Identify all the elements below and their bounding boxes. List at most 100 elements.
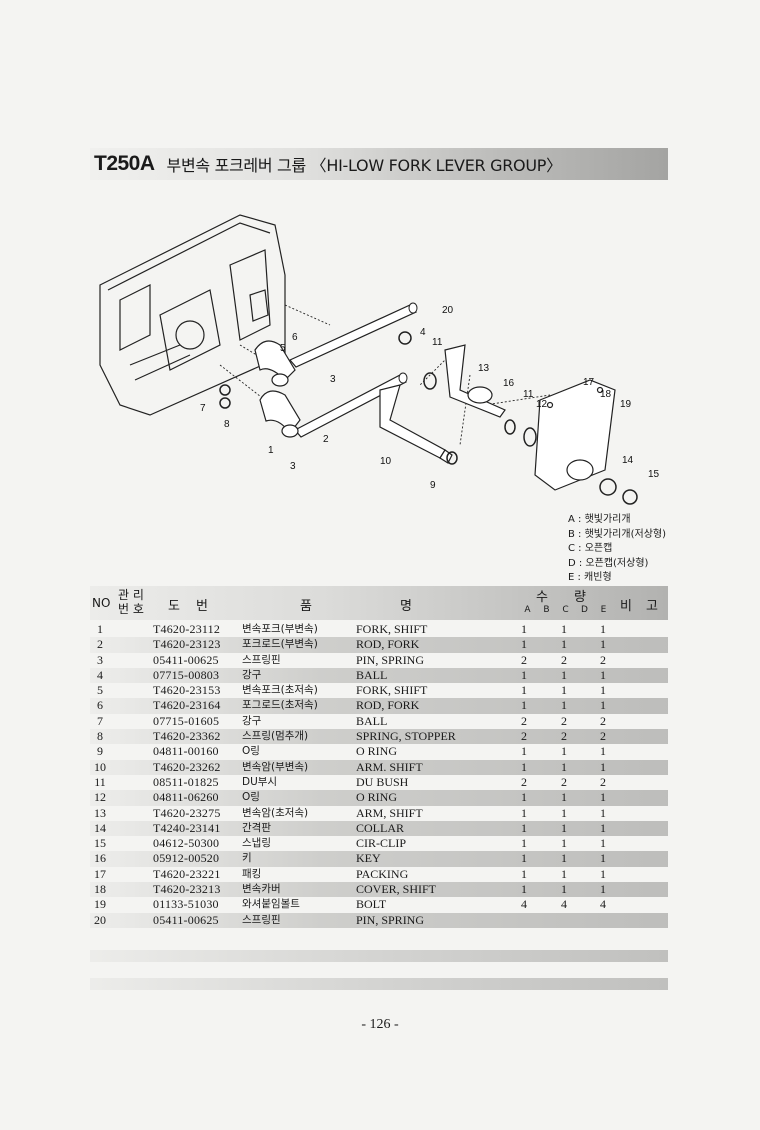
qty-a: 1 xyxy=(521,866,527,881)
korean-name: 스프링(멈추개) xyxy=(242,730,309,743)
korean-name: 강구 xyxy=(242,668,262,681)
svg-text:1: 1 xyxy=(268,445,274,456)
qty-c: 1 xyxy=(561,790,567,805)
svg-text:3: 3 xyxy=(330,374,336,385)
header-drawing-a: 도 xyxy=(168,599,180,614)
korean-name: 변속암(초저속) xyxy=(242,806,309,819)
header-mgmt-line1: 관 리 xyxy=(118,588,144,602)
shaft-upper xyxy=(289,302,418,368)
part-number: T4620-23153 xyxy=(153,683,221,698)
svg-text:7: 7 xyxy=(200,403,206,414)
header-no: NO xyxy=(92,596,111,610)
qty-e: 1 xyxy=(600,866,606,881)
row-number: 4 xyxy=(97,667,103,682)
qty-c: 1 xyxy=(561,851,567,866)
qty-c: 2 xyxy=(561,729,567,744)
qty-e: 2 xyxy=(600,713,606,728)
qty-a: 4 xyxy=(521,897,527,912)
svg-text:16: 16 xyxy=(503,378,515,389)
part-number: 05912-00520 xyxy=(153,851,220,866)
shift-arm-13 xyxy=(444,344,506,418)
part-number: 08511-01825 xyxy=(153,774,219,789)
group-title-bar: T250A 부변속 포크레버 그룹 〈HI-LOW FORK LEVER GRO… xyxy=(90,148,668,180)
svg-text:17: 17 xyxy=(583,377,595,388)
qty-col-a: A xyxy=(524,605,531,615)
shaded-band xyxy=(90,950,668,962)
part-number: T4620-23221 xyxy=(153,866,221,881)
page-number: - 126 - xyxy=(361,1017,399,1032)
qty-a: 1 xyxy=(521,836,527,851)
part-number: T4620-23213 xyxy=(153,882,221,897)
qty-e: 2 xyxy=(600,774,606,789)
svg-text:11: 11 xyxy=(432,337,443,348)
english-name: ARM. SHIFT xyxy=(356,759,423,774)
korean-name: O링 xyxy=(242,791,260,804)
qty-c: 4 xyxy=(561,897,567,912)
part-number: T4620-23362 xyxy=(153,729,221,744)
qty-c: 1 xyxy=(561,820,567,835)
english-name: PIN, SPRING xyxy=(356,912,425,927)
part-number: T4620-23275 xyxy=(153,805,221,820)
row-number: 18 xyxy=(94,882,106,897)
qty-a: 1 xyxy=(521,744,527,759)
korean-name: 스냅링 xyxy=(242,837,271,850)
english-name: DU BUSH xyxy=(356,774,409,789)
qty-e: 1 xyxy=(600,851,606,866)
qty-c: 1 xyxy=(561,836,567,851)
row-number: 1 xyxy=(97,622,103,636)
english-name: FORK, SHIFT xyxy=(356,622,428,636)
part-number: T4620-23123 xyxy=(153,637,221,652)
row-number: 14 xyxy=(94,820,106,835)
qty-c: 1 xyxy=(561,805,567,820)
qty-e: 1 xyxy=(600,820,606,835)
row-number: 11 xyxy=(94,774,106,789)
english-name: CIR-CLIP xyxy=(356,836,407,851)
legend-item: A : 햇빛가리개 xyxy=(568,514,631,525)
header-name-b: 명 xyxy=(400,599,412,614)
header-qty-b: 량 xyxy=(574,590,586,605)
korean-name: 패킹 xyxy=(242,867,262,880)
korean-name: 간격판 xyxy=(242,821,271,834)
model-legend: A : 햇빛가리개 B : 햇빛가리개(저상형) C : 오픈캡 D : 오픈캡… xyxy=(568,513,666,586)
row-number: 12 xyxy=(94,790,106,805)
qty-a: 1 xyxy=(521,683,527,698)
qty-c: 1 xyxy=(561,683,567,698)
korean-name: DU부시 xyxy=(242,775,278,788)
svg-text:18: 18 xyxy=(600,389,612,400)
row-number: 17 xyxy=(94,866,106,881)
header-qty-a: 수 xyxy=(536,590,548,605)
header-name-a: 품 xyxy=(300,599,312,614)
legend-item: E : 캐빈형 xyxy=(568,572,612,583)
qty-e: 1 xyxy=(600,744,606,759)
svg-text:5: 5 xyxy=(280,343,286,354)
part-number: T4620-23164 xyxy=(153,698,221,713)
korean-name: 변속카버 xyxy=(242,883,281,896)
english-name: BALL xyxy=(356,713,388,728)
korean-name: 변속포크(부변속) xyxy=(242,623,318,635)
svg-text:8: 8 xyxy=(224,419,230,430)
legend-item: B : 햇빛가리개(저상형) xyxy=(568,528,666,540)
korean-name: 변속암(부변속) xyxy=(242,760,309,773)
qty-c: 1 xyxy=(561,759,567,774)
part-number: 07715-01605 xyxy=(153,713,220,728)
header-note-b: 고 xyxy=(646,599,658,614)
row-number: 5 xyxy=(97,683,103,698)
part-number: 04811-06260 xyxy=(153,790,219,805)
qty-e: 1 xyxy=(600,759,606,774)
part-number: 01133-51030 xyxy=(153,897,219,912)
